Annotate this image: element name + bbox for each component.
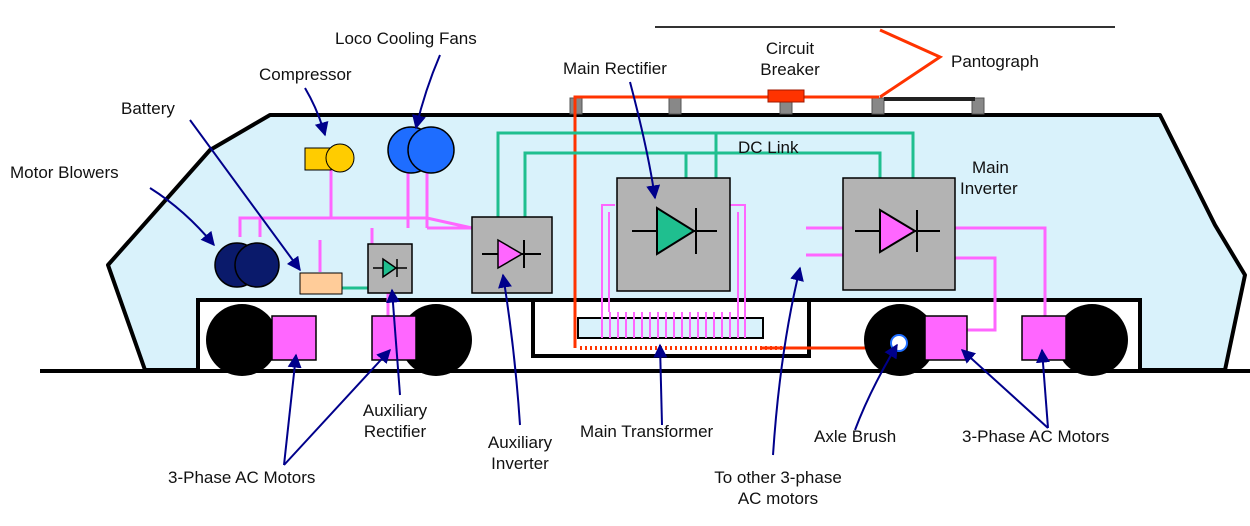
circuit-breaker-box [767, 89, 805, 103]
label-battery: Battery [121, 99, 175, 118]
main-inverter-symbol [855, 208, 940, 254]
label-to-other-motors-line2: AC motors [737, 489, 819, 508]
transformer-windings [601, 204, 746, 338]
label-circuit-breaker-line1: Circuit [765, 39, 815, 58]
label-motors-left: 3-Phase AC Motors [168, 468, 316, 487]
label-auxiliary-inverter: Auxiliary Inverter [470, 432, 570, 474]
traction-motor-1 [271, 315, 317, 361]
motor-blowers [214, 242, 280, 288]
label-motors-right: 3-Phase AC Motors [962, 427, 1110, 446]
traction-motor-3 [924, 315, 968, 361]
label-pantograph: Pantograph [951, 52, 1039, 71]
aux-wiring [238, 168, 1047, 332]
label-main-inverter-line1: Main [972, 158, 1009, 177]
loco-cooling-fans [387, 126, 455, 174]
wheel-1 [206, 304, 278, 376]
auxiliary-rectifier-symbol [373, 257, 407, 279]
label-auxiliary-rectifier-line1: Auxiliary [362, 401, 428, 420]
label-axle-brush: Axle Brush [814, 427, 897, 446]
label-to-other-motors: To other 3-phase AC motors [678, 467, 878, 509]
label-main-inverter-line2: Inverter [960, 179, 1018, 198]
auxiliary-inverter-symbol [482, 238, 541, 270]
compressor [304, 143, 355, 173]
label-main-inverter: Main Inverter [960, 157, 1018, 199]
wheel-4 [1056, 304, 1128, 376]
label-circuit-breaker-line2: Breaker [760, 60, 820, 79]
transformer-core [577, 317, 764, 339]
wheel-2 [400, 304, 472, 376]
axle-brush [890, 334, 908, 352]
label-to-other-motors-line1: To other 3-phase [714, 468, 842, 487]
label-compressor: Compressor [259, 65, 352, 84]
label-auxiliary-inverter-line1: Auxiliary [487, 433, 553, 452]
label-main-rectifier: Main Rectifier [563, 59, 667, 78]
label-dc-link: DC Link [738, 138, 799, 157]
pantograph-arm [879, 28, 944, 99]
label-auxiliary-inverter-line2: Inverter [491, 454, 549, 473]
traction-motor-4 [1021, 315, 1067, 361]
battery [299, 272, 343, 295]
label-main-transformer: Main Transformer [580, 422, 714, 441]
label-motor-blowers: Motor Blowers [10, 163, 119, 182]
dc-link-wiring [342, 131, 915, 290]
label-auxiliary-rectifier: Auxiliary Rectifier [345, 400, 445, 442]
label-circuit-breaker: Circuit Breaker [740, 38, 840, 80]
label-auxiliary-rectifier-line2: Rectifier [363, 422, 427, 441]
leader-arrows [149, 54, 1050, 466]
main-rectifier-symbol [632, 206, 717, 256]
label-loco-cooling-fans: Loco Cooling Fans [335, 29, 477, 48]
